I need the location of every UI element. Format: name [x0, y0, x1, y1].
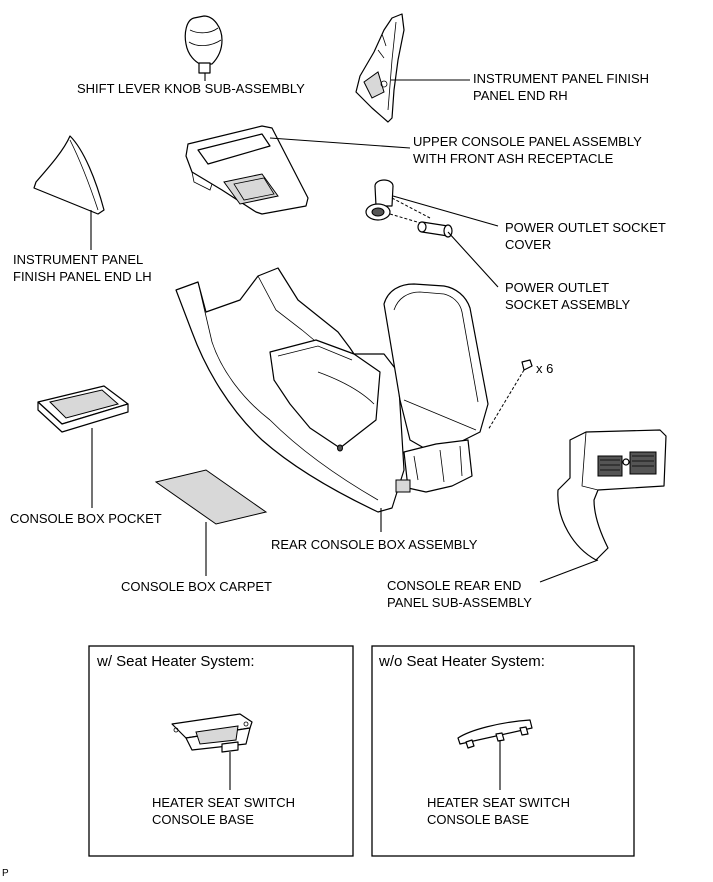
with-heater-title: w/ Seat Heater System:	[97, 653, 255, 670]
label-shift-lever-knob: SHIFT LEVER KNOB SUB-ASSEMBLY	[77, 81, 305, 96]
label-ip-finish-lh-line2: FINISH PANEL END LH	[13, 269, 152, 284]
label-power-socket-line1: POWER OUTLET	[505, 280, 610, 295]
label-rear-end-panel-line2: PANEL SUB-ASSEMBLY	[387, 595, 532, 610]
label-without-heater-switch-line2: CONSOLE BASE	[427, 812, 529, 827]
label-upper-console-line1: UPPER CONSOLE PANEL ASSEMBLY	[413, 134, 642, 149]
label-screw-quantity: x 6	[536, 361, 554, 376]
label-rear-end-panel-line1: CONSOLE REAR END	[387, 578, 522, 593]
label-power-socket-line2: SOCKET ASSEMBLY	[505, 297, 631, 312]
label-with-heater-switch-line2: CONSOLE BASE	[152, 812, 254, 827]
console-rear-end-panel-drawing	[539, 429, 667, 583]
label-console-box-carpet: CONSOLE BOX CARPET	[121, 579, 272, 594]
power-outlet-drawing	[365, 179, 499, 288]
without-heater-frame	[371, 645, 635, 857]
label-power-cover-line1: POWER OUTLET SOCKET	[505, 220, 666, 235]
screw-drawing	[487, 359, 533, 431]
heater-switch-base-without-drawing	[457, 719, 533, 790]
label-power-cover-line2: COVER	[505, 237, 552, 252]
label-ip-finish-rh-line2: PANEL END RH	[473, 88, 568, 103]
label-rear-console-box: REAR CONSOLE BOX ASSEMBLY	[271, 537, 478, 552]
label-ip-finish-rh-line1: INSTRUMENT PANEL FINISH	[473, 71, 650, 86]
without-heater-title: w/o Seat Heater System:	[379, 653, 545, 670]
console-box-carpet-drawing	[154, 469, 268, 576]
ip-finish-panel-rh-drawing	[355, 13, 470, 123]
label-upper-console-line2: WITH FRONT ASH RECEPTACLE	[413, 151, 614, 166]
console-box-pocket-drawing	[37, 385, 129, 508]
corner-mark: P	[2, 868, 9, 879]
shift-lever-knob-drawing	[184, 15, 223, 81]
with-heater-frame	[88, 645, 354, 857]
upper-console-panel-drawing	[185, 125, 411, 215]
rear-console-box-drawing	[175, 267, 489, 532]
label-ip-finish-lh-line1: INSTRUMENT PANEL	[13, 252, 144, 267]
label-with-heater-switch-line1: HEATER SEAT SWITCH	[152, 795, 296, 810]
heater-switch-base-with-drawing	[171, 713, 253, 790]
label-without-heater-switch-line1: HEATER SEAT SWITCH	[427, 795, 571, 810]
label-console-box-pocket: CONSOLE BOX POCKET	[10, 511, 162, 526]
ip-finish-panel-lh-drawing	[33, 135, 105, 250]
